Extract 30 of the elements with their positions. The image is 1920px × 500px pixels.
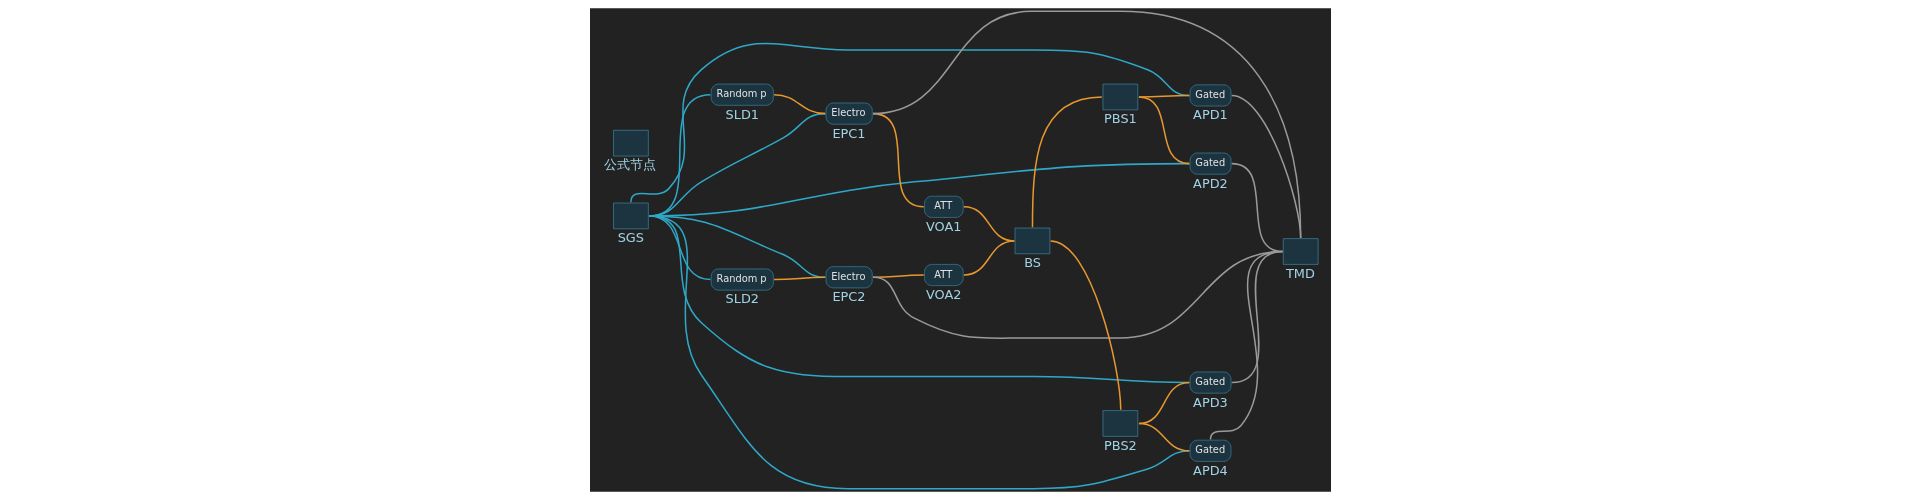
connector (1137, 422, 1190, 452)
connector (871, 10, 1301, 239)
connector (1230, 94, 1301, 239)
node-label: VOA2 (925, 286, 962, 302)
connector (962, 240, 1015, 276)
node-label: SLD1 (725, 106, 759, 122)
node-label: SLD2 (725, 291, 759, 307)
connector (1137, 96, 1190, 165)
node-label: BS (1023, 255, 1041, 271)
node-label: APD3 (1192, 394, 1228, 410)
connector (772, 93, 826, 115)
node-label: EPC1 (831, 125, 866, 141)
connector (1230, 250, 1283, 384)
connector (1049, 240, 1121, 411)
node-label: VOA1 (925, 218, 962, 234)
connector (629, 42, 1190, 204)
node-label: EPC2 (831, 289, 866, 305)
node-label: APD2 (1192, 175, 1228, 191)
node-label: TMD (1285, 265, 1315, 281)
connector (1209, 250, 1283, 441)
node-label: APD4 (1192, 462, 1228, 478)
connector (772, 276, 826, 281)
node-label: PBS2 (1103, 437, 1137, 453)
connector (647, 215, 1190, 490)
connector (871, 274, 924, 279)
node-label: PBS1 (1103, 111, 1137, 127)
connector (1031, 96, 1103, 229)
node-label: APD1 (1192, 107, 1228, 123)
node-label: SGS (617, 230, 644, 246)
node-label: 公式节点 (603, 157, 656, 173)
